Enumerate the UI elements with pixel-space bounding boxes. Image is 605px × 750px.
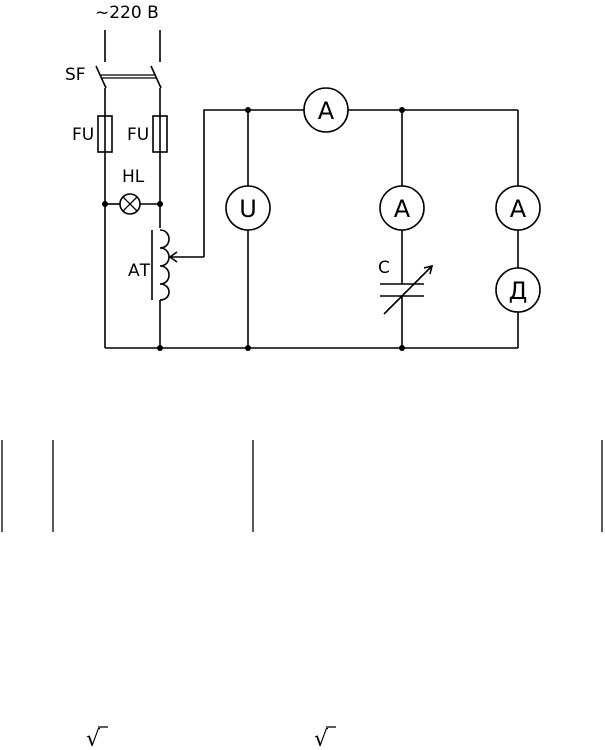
node-bottom-capacitor: [399, 345, 405, 351]
table-rules: [1, 440, 603, 532]
breaker-label: SF: [65, 65, 86, 85]
node-top-voltmeter: [245, 107, 251, 113]
ammeter-capacitor-label: A: [394, 195, 411, 223]
supply-label: ~220 В: [95, 3, 159, 23]
motor-label: Д: [509, 277, 528, 305]
node-lamp-left: [102, 201, 108, 207]
lamp-hl: [119, 193, 141, 215]
breaker-sf: [95, 65, 162, 89]
capacitor-label: C: [378, 258, 390, 278]
wire-slider-to-top: [203, 109, 304, 257]
fuse-left: [97, 115, 113, 153]
sqrt-symbol-right: √: [314, 726, 336, 750]
voltmeter-label: U: [239, 195, 257, 223]
autotransformer-at: [151, 229, 170, 301]
svg-text:√: √: [314, 727, 329, 750]
ammeter-motor-label: A: [510, 195, 527, 223]
fuse-right-label: FU: [127, 125, 149, 145]
node-bottom-at: [157, 345, 163, 351]
ammeter-top-label: A: [318, 97, 335, 125]
node-bottom-voltmeter: [245, 345, 251, 351]
node-top-capacitor: [399, 107, 405, 113]
autotransformer-slider-arrow: [168, 251, 204, 263]
lamp-label: HL: [122, 167, 145, 187]
sqrt-symbol-left: √: [86, 726, 108, 750]
autotransformer-label: АТ: [128, 261, 151, 281]
fuse-right: [152, 115, 168, 153]
node-lamp-right: [157, 201, 163, 207]
svg-text:√: √: [86, 727, 101, 750]
fuse-left-label: FU: [72, 125, 94, 145]
